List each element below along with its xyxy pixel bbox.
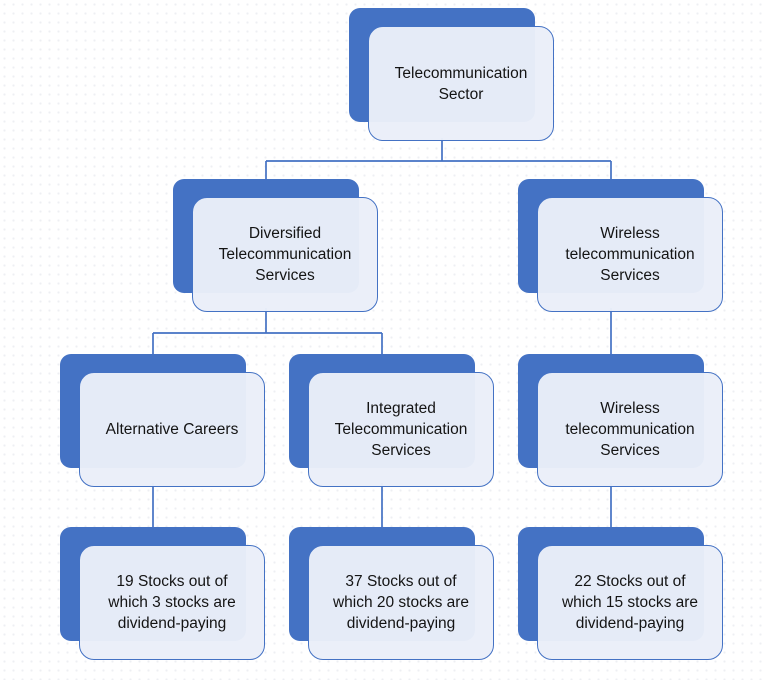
node-label: Telecommunication Sector: [394, 64, 528, 103]
node-wireless-telecom-services-sub: Wireless telecommunication Services: [518, 354, 726, 490]
node-card: Telecommunication Sector: [368, 26, 554, 141]
node-wireless-telecom-stats: 22 Stocks out of which 15 stocks are div…: [518, 527, 726, 663]
node-label: Integrated Telecommunication Services: [334, 400, 468, 459]
node-label: 19 Stocks out of which 3 stocks are divi…: [108, 573, 236, 632]
node-card: Integrated Telecommunication Services: [308, 372, 494, 487]
node-alternative-careers: Alternative Careers: [60, 354, 268, 490]
node-integrated-telecom-services: Integrated Telecommunication Services: [289, 354, 497, 490]
node-label: Diversified Telecommunication Services: [218, 225, 352, 284]
node-card: Wireless telecommunication Services: [537, 372, 723, 487]
node-wireless-telecom-services: Wireless telecommunication Services: [518, 179, 726, 315]
node-telecommunication-sector: Telecommunication Sector: [349, 8, 557, 144]
node-label: Wireless telecommunication Services: [565, 400, 695, 459]
node-alternative-careers-stats: 19 Stocks out of which 3 stocks are divi…: [60, 527, 268, 663]
node-label: 37 Stocks out of which 20 stocks are div…: [332, 573, 470, 632]
node-card: Alternative Careers: [79, 372, 265, 487]
node-card: 19 Stocks out of which 3 stocks are divi…: [79, 545, 265, 660]
node-diversified-telecom-services: Diversified Telecommunication Services: [173, 179, 381, 315]
node-label: Alternative Careers: [105, 421, 239, 438]
node-card: 22 Stocks out of which 15 stocks are div…: [537, 545, 723, 660]
node-integrated-telecom-stats: 37 Stocks out of which 20 stocks are div…: [289, 527, 497, 663]
node-label: Wireless telecommunication Services: [565, 225, 695, 284]
node-card: 37 Stocks out of which 20 stocks are div…: [308, 545, 494, 660]
node-label: 22 Stocks out of which 15 stocks are div…: [561, 573, 699, 632]
node-card: Wireless telecommunication Services: [537, 197, 723, 312]
node-card: Diversified Telecommunication Services: [192, 197, 378, 312]
